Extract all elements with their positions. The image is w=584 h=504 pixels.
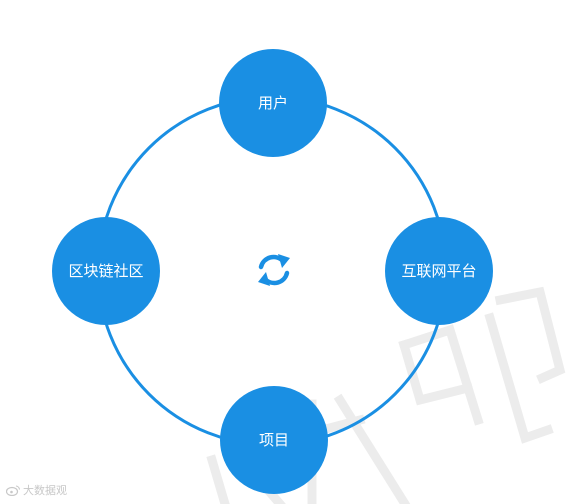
footer-watermark-text: 大数据观 (23, 484, 67, 497)
node-internet-platform: 互联网平台 (385, 217, 493, 325)
refresh-cycle-icon (258, 254, 290, 286)
node-users-label: 用户 (258, 94, 288, 112)
node-internet-platform-label: 互联网平台 (401, 262, 476, 280)
footer-watermark: 大数据观 (6, 482, 67, 498)
node-users: 用户 (219, 49, 327, 157)
node-project-label: 项目 (259, 431, 289, 449)
node-blockchain-community-label: 区块链社区 (68, 262, 143, 280)
node-blockchain-community: 区块链社区 (52, 217, 160, 325)
weibo-icon (6, 484, 20, 496)
node-project: 项目 (220, 386, 328, 494)
